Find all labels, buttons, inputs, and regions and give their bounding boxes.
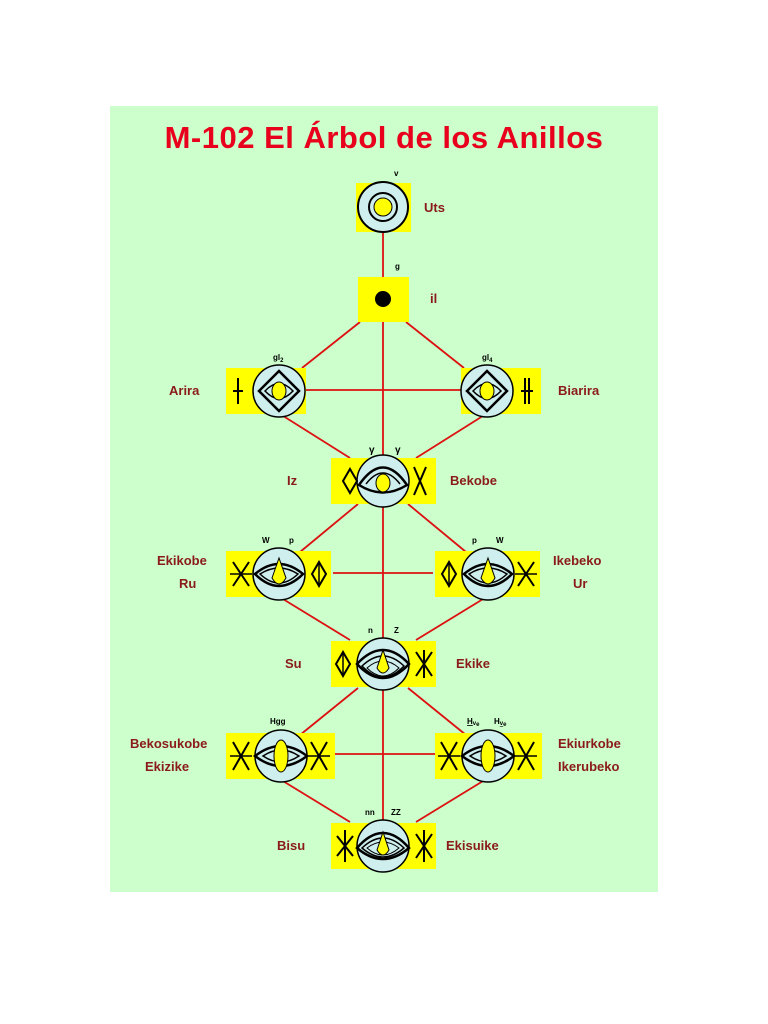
connector-lines	[277, 232, 489, 823]
ekikobe-note-p: p	[289, 536, 294, 545]
node-arira	[226, 364, 306, 418]
ikebeko-note-p: p	[472, 536, 477, 545]
label-ekiurkobe: Ekiurkobe	[558, 736, 621, 751]
label-ekike: Ekike	[456, 656, 490, 671]
uts-note: v	[394, 169, 399, 178]
bekosukobe-note: Hgg	[270, 717, 286, 726]
label-ikebeko: Ikebeko	[553, 553, 601, 568]
node-ikebeko	[435, 547, 540, 601]
node-il	[358, 277, 409, 322]
node-bisu-ekisuike	[331, 819, 436, 873]
node-uts	[356, 181, 411, 233]
node-biarira	[460, 364, 541, 418]
node-su-ekike	[331, 637, 436, 691]
biarira-note: gl4	[482, 353, 493, 364]
label-bisu: Bisu	[277, 838, 305, 853]
bekobe-note: γ	[395, 445, 401, 456]
bisu-note: nn	[365, 808, 375, 817]
label-ekizike: Ekizike	[145, 759, 189, 774]
node-ekiurkobe	[435, 729, 542, 783]
ekisuike-note: ZZ	[391, 808, 401, 817]
ekikobe-note-w: W	[262, 536, 270, 545]
label-ikerubeko: Ikerubeko	[558, 759, 619, 774]
label-ekikobe: Ekikobe	[157, 553, 207, 568]
label-bekosukobe: Bekosukobe	[130, 736, 207, 751]
su-note: n	[368, 626, 373, 635]
iz-note: γ	[369, 445, 375, 456]
ekiurkobe-note-a: Hve	[467, 717, 480, 728]
label-ur: Ur	[573, 576, 587, 591]
label-iz: Iz	[287, 473, 298, 488]
label-uts: Uts	[424, 200, 445, 215]
node-iz-bekobe	[331, 454, 436, 508]
ekike-note: Z	[394, 626, 399, 635]
node-ekikobe	[226, 547, 331, 601]
label-ru: Ru	[179, 576, 196, 591]
label-arira: Arira	[169, 383, 200, 398]
ekiurkobe-note-b: Hve	[494, 717, 507, 728]
il-note: g	[395, 262, 400, 271]
label-su: Su	[285, 656, 302, 671]
ikebeko-note-w: W	[496, 536, 504, 545]
page-title: M-102 El Árbol de los Anillos	[164, 120, 604, 155]
arira-note: gl2	[273, 353, 284, 364]
label-bekobe: Bekobe	[450, 473, 497, 488]
node-bekosukobe	[226, 729, 335, 783]
label-ekisuike: Ekisuike	[446, 838, 499, 853]
label-il: il	[430, 291, 437, 306]
label-biarira: Biarira	[558, 383, 600, 398]
